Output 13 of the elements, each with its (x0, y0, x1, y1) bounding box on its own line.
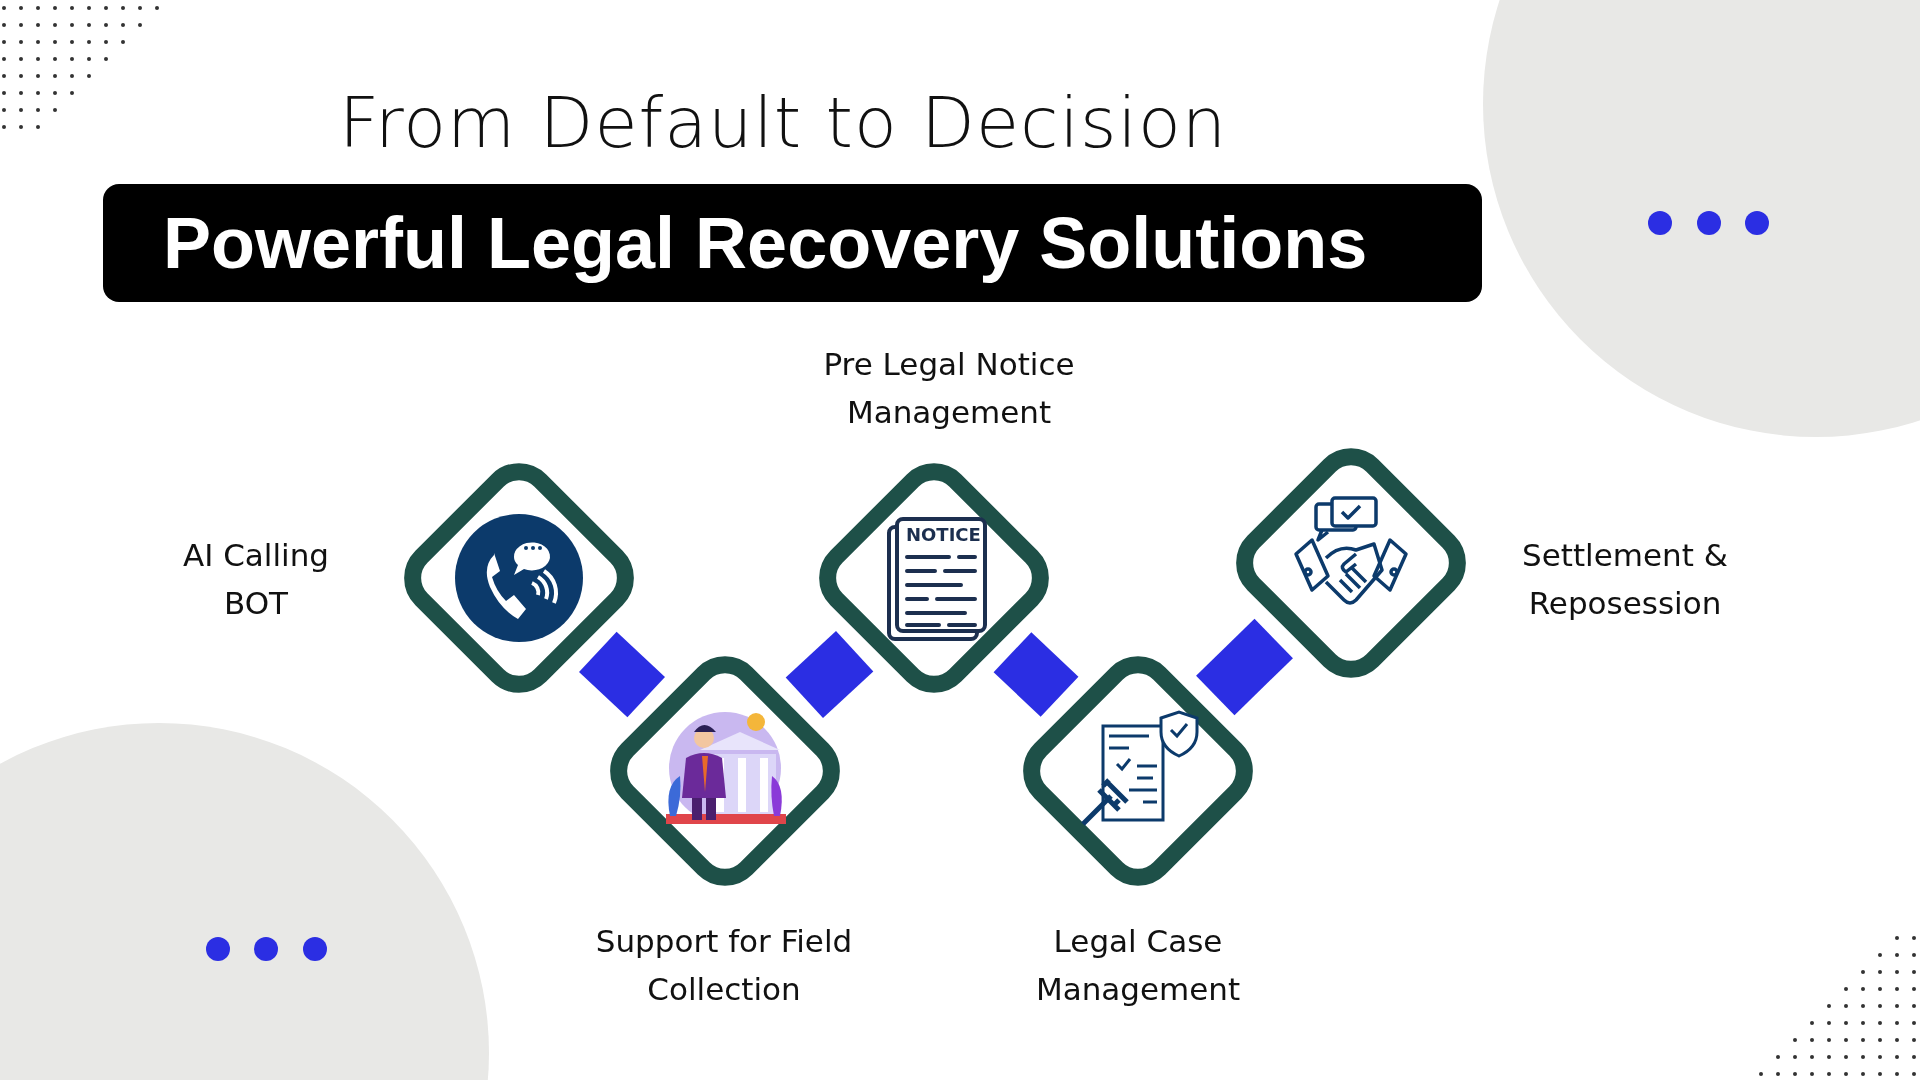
title: From Default to Decision (337, 82, 1229, 164)
heading-banner (103, 184, 1482, 302)
notice-heading: NOTICE (906, 525, 981, 545)
connector-bar (785, 631, 874, 718)
connector-bar (993, 632, 1079, 717)
connector-bar (579, 631, 665, 718)
step-label: Support for Field Collection (594, 922, 854, 1009)
step-label: Legal Case Management (1034, 922, 1242, 1009)
connector-bar (1196, 618, 1293, 716)
banner-heading: Powerful Legal Recovery Solutions (163, 204, 1368, 282)
step-label: Settlement & Reposession (1521, 536, 1729, 623)
step-label: AI Calling BOT (182, 536, 330, 623)
step-label: Pre Legal Notice Management (822, 345, 1076, 432)
